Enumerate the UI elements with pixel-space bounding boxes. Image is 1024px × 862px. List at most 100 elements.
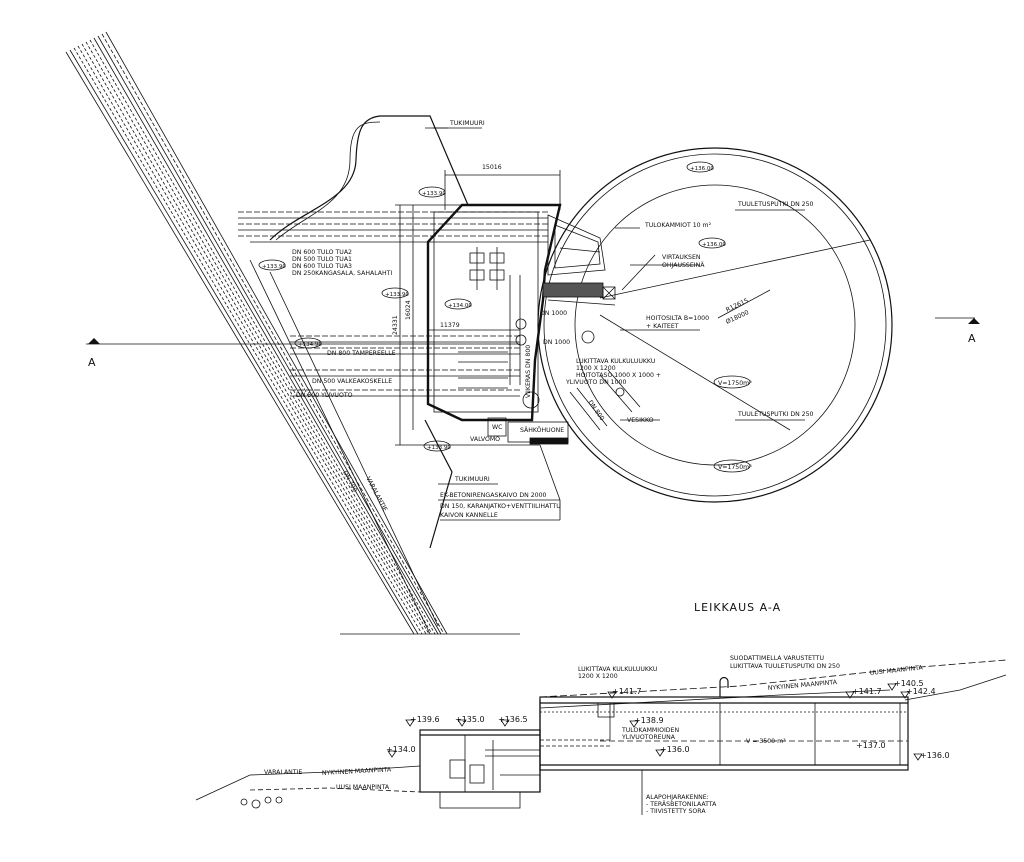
reservoir-outer (537, 147, 893, 503)
ek-kaivo-2: DN 150, KARANJATKO+VENTTIILIHATTU (440, 503, 561, 510)
dn800-label: DN 800 TAMPEREELLE (327, 350, 396, 357)
hoitosilta-2: + KAITEET (646, 323, 679, 330)
virtauksen-1: VIRTAUKSEN (662, 254, 701, 261)
sahkohuone-label: SÄHKÖHUONE (520, 425, 564, 434)
level-134-0: +134.0 (386, 745, 416, 754)
vent-pipe (719, 676, 729, 697)
level-137-0: +137.0 (856, 741, 886, 750)
ek-kaivo-1: EK-BETONIRENGASKAIVO DN 2000 (440, 492, 547, 499)
wc-label: WC (492, 424, 502, 431)
volume-2: V=1750m³ (718, 464, 752, 471)
level-138-9: +138.9 (634, 716, 664, 725)
level-141-7-a: +141.7 (612, 687, 642, 696)
plan-level-ovals (258, 161, 751, 473)
level-136-0-b: +136.0 (920, 751, 950, 760)
section-view: LEIKKAUS A-A (195, 601, 1007, 815)
level-136-b: +136.00 (702, 242, 726, 248)
pipe-in-3: DN 600 TULO TUA3 (292, 263, 352, 270)
section-nykyinen-bot: NYKYINEN MAANPINTA (322, 766, 392, 777)
lukittava-plan-1: LUKITTAVA KULKULUUKKU (576, 358, 655, 365)
virtauksen-2: OHJAUSSEINÄ (662, 260, 705, 269)
dim-15016: 15016 (482, 164, 502, 171)
hoitotaso-2: YLIVUOTO DN 1000 (565, 379, 626, 386)
water-line (540, 711, 908, 742)
section-uusi-top: UUSI MAANPINTA (869, 664, 923, 677)
section-alapohja-3: - TIIVISTETTY SORA (646, 808, 706, 815)
level-136-5: +136.5 (498, 715, 528, 724)
building-outline (426, 203, 562, 422)
section-nykyinen-top: NYKYINEN MAANPINTA (768, 679, 838, 692)
level-133-90-left: +133.90 (262, 264, 286, 270)
tuuletus-bot-label: TUULETUSPUTKI DN 250 (737, 411, 814, 418)
tukimuuri-top-label: TUKIMUURI (449, 120, 485, 127)
ek-kaivo-3: KAIVON KANNELLE (440, 512, 498, 519)
dim-11379: 11379 (440, 322, 460, 329)
retaining-wall-inner (275, 121, 381, 241)
road-band (65, 31, 520, 635)
veskikko-label: VESIKKO (627, 417, 654, 424)
reservoir-division (599, 239, 871, 431)
section-tulokammio-2: YLIVUOTOREUNA (621, 734, 676, 741)
section-marker-right: A (968, 332, 976, 345)
retaining-wall-bottom (424, 419, 453, 549)
pipe-in-2: DN 500 TULO TUA1 (292, 256, 352, 263)
dim-16024: 16024 (405, 300, 412, 320)
dn1000-b-label: DN 1000 (543, 339, 570, 346)
section-volume: V = 3500 m³ (746, 738, 786, 745)
section-lukittava-2: 1200 X 1200 (578, 673, 618, 680)
section-suodatin-1: SUODATTIMELLA VARUSTETTU (730, 655, 824, 662)
level-133-90-top: +133.90 (422, 191, 446, 197)
section-line (86, 317, 980, 345)
inlet-pipes (238, 211, 548, 397)
section-title: LEIKKAUS A-A (694, 601, 781, 614)
level-markers (387, 683, 923, 761)
dn800-diag-label: DN 800 (586, 399, 605, 422)
level-141-7-b: +141.7 (852, 687, 882, 696)
level-134: +134.00 (448, 303, 472, 309)
dn800-vert-label: VIIKERAS DN 800 (525, 345, 532, 398)
pipe-in-1: DN 600 TULO TUA2 (292, 249, 352, 256)
level-136-a: +136.00 (690, 166, 714, 172)
level-140-5: +140.5 (894, 679, 924, 688)
valvomo-label: VALVOMO (470, 436, 500, 443)
dim-24331: 24331 (392, 315, 399, 335)
level-135-0: +135.0 (455, 715, 485, 724)
section-suodatin-2: LUKITTAVA TUULETUSPUTKI DN 250 (730, 663, 840, 670)
section-alapohja-2: - TERÄSBETONILAATTA (646, 799, 717, 808)
reservoir-outer-2 (543, 153, 887, 497)
level-136-0-a: +136.0 (660, 745, 690, 754)
volume-1: V=1750m³ (718, 380, 752, 387)
retaining-wall-top (269, 115, 469, 241)
section-varalantie: VARALANTIE (264, 769, 302, 776)
level-133-90-side: +133.90 (385, 292, 409, 298)
tulokammiot-label: TULOKAMMIOT 10 m² (644, 222, 712, 229)
leader-lines (425, 127, 805, 521)
reservoir-inner (574, 184, 856, 466)
ground-lines (195, 659, 1007, 801)
dimension-lines (395, 170, 561, 446)
section-marker-left: A (88, 356, 96, 369)
lukittava-plan-2: 1200 X 1200 (576, 365, 616, 372)
pipe-in-4: DN 250KANGASALA, SAHALAHTI (292, 270, 392, 277)
plan-view: A A (65, 31, 980, 635)
level-133-90-bot: +133.90 (427, 445, 451, 451)
reservoir-section (539, 696, 909, 771)
rooms (487, 417, 569, 445)
section-uusi-bot: UUSI MAANPINTA (336, 784, 390, 791)
level-139-6: +139.6 (410, 715, 440, 724)
section-lukittava-1: LUKITTAVA KULKULUUKKU (578, 666, 657, 673)
pump-equipment (458, 247, 540, 409)
pipe-circles (240, 796, 283, 809)
tukimuuri-bottom-label: TUKIMUURI (454, 476, 490, 483)
dn500-yli-label: DN 500 YLIVUOTO (296, 392, 353, 399)
section-alapohja-1: ALAPOHJARAKENNE: (646, 794, 709, 801)
hoitosilta-1: HOITOSILTA B=1000 (646, 315, 709, 322)
inlet-chambers (542, 214, 641, 431)
level-134-90: +134.90 (298, 342, 322, 348)
dn1000-a-label: DN 1000 (540, 310, 567, 317)
dn500-valkea-label: DN 500 VALKEAKOSKELLE (312, 378, 392, 385)
level-142-4: +142.4 (906, 687, 936, 696)
pumphouse-section (419, 700, 610, 809)
tuuletus-top-label: TUULETUSPUTKI DN 250 (737, 201, 814, 208)
